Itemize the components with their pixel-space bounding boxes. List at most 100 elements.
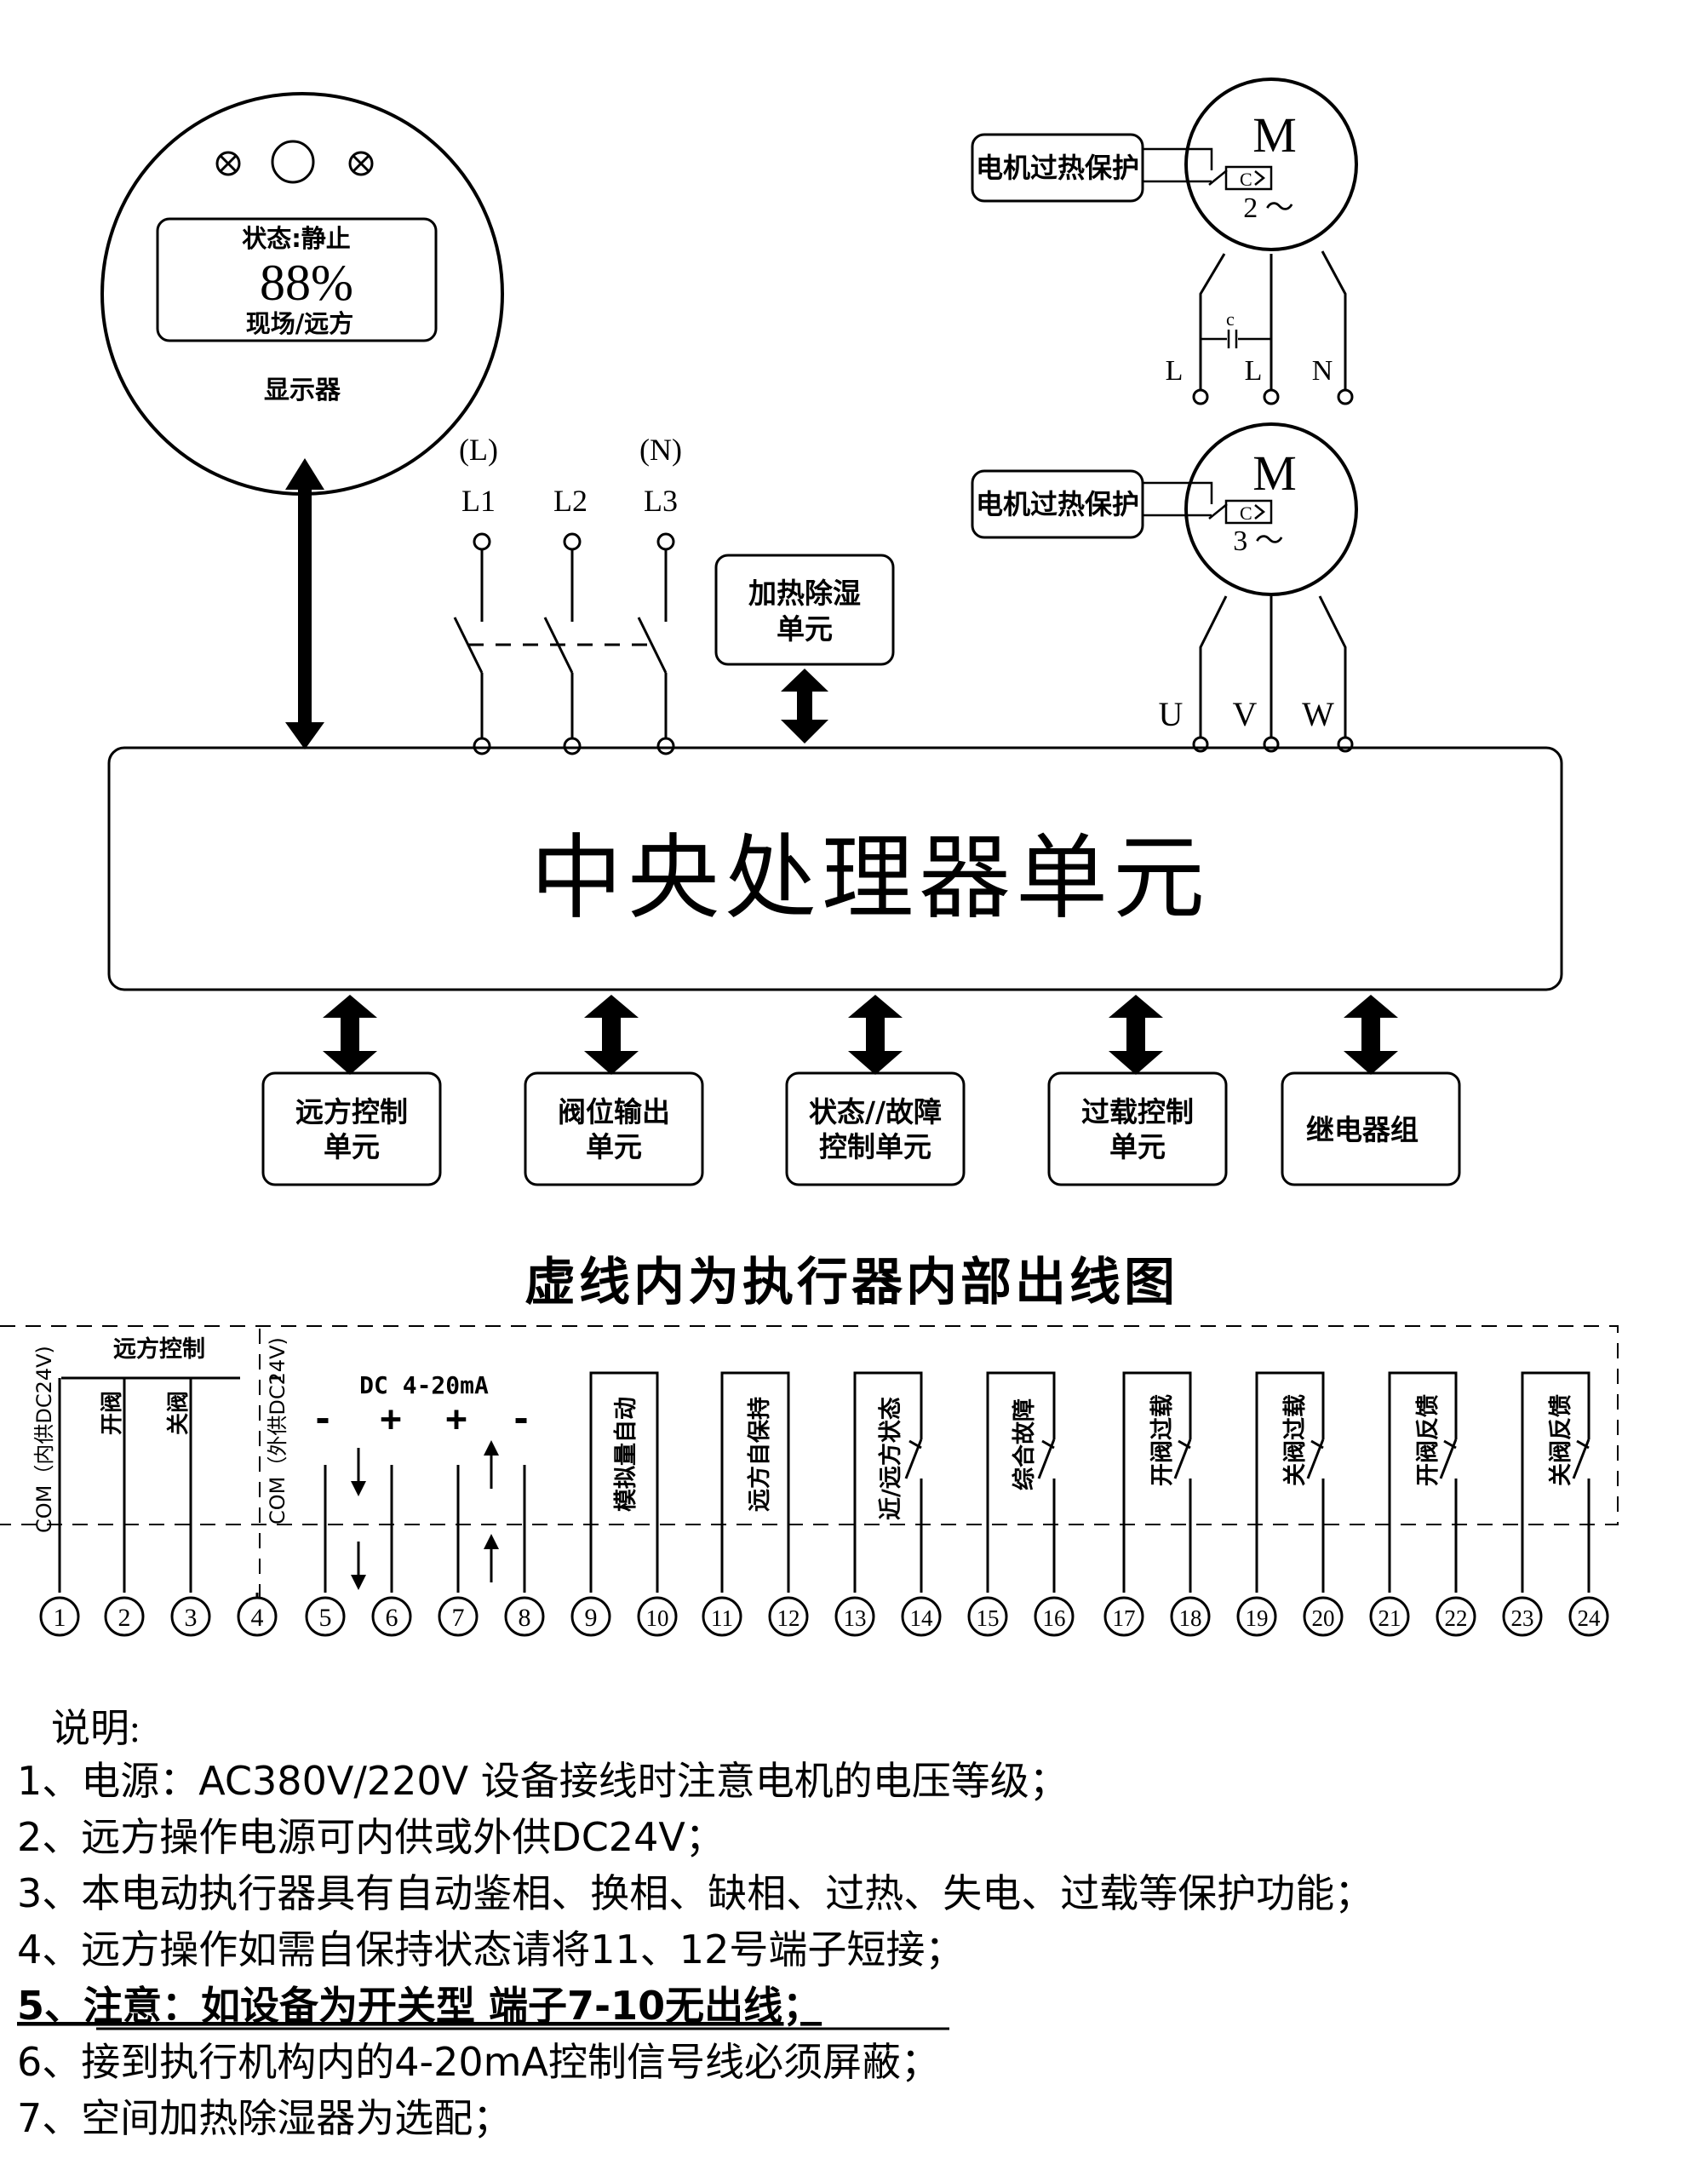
indicator-lamp-icon: [348, 151, 374, 176]
terminal-circle: [1236, 1596, 1277, 1637]
motor-circle: [1184, 78, 1358, 251]
terminal-circle: [967, 1596, 1008, 1637]
terminal-circle: [834, 1596, 875, 1637]
lcd-screen: [156, 217, 438, 342]
motor2-terminal-label: W: [1302, 695, 1334, 733]
terminal-13: 13: [834, 1596, 875, 1637]
wiring-title: 虚线内为执行器内部出线图: [524, 1253, 1178, 1312]
terminal-circle: [1568, 1596, 1609, 1637]
power-line-label: L2: [553, 484, 587, 518]
motor-single-phase: M 2 ～ C 电机过热保护 c L L N: [971, 78, 1358, 405]
display-cpu-arrow: [285, 458, 324, 749]
label-open-overload: 开阀过载: [1149, 1394, 1176, 1486]
terminal-circle: [438, 1596, 479, 1637]
motor1-terminal-label: L: [1166, 355, 1184, 387]
thermal-switch-label: C: [1240, 502, 1252, 524]
terminal-circle: [39, 1596, 80, 1637]
terminal-15: 15: [967, 1596, 1008, 1637]
note-item: 7、空间加热除湿器为选配；: [17, 2095, 512, 2141]
unit-label: 阀位输出: [558, 1095, 670, 1128]
terminal-number: 22: [1445, 1605, 1468, 1631]
knob-icon: [271, 140, 315, 184]
unit-label: 状态//故障: [809, 1095, 942, 1128]
terminal-17: 17: [1103, 1596, 1144, 1637]
unit-label: 单元: [324, 1130, 380, 1163]
label-close-feedback: 关阀反馈: [1548, 1394, 1574, 1486]
terminal-8: 8: [504, 1596, 545, 1637]
status-fault-unit: [785, 1071, 966, 1186]
dc-signal-label: DC 4-20mA: [359, 1371, 489, 1399]
terminal-number: 5: [319, 1604, 332, 1632]
terminal-circle: [473, 737, 491, 755]
label-close: 关阀: [166, 1391, 192, 1435]
bottom-units: 远方控制 单元 阀位输出 单元 状态//故障 控制单元 过载控制 单元 继电器组: [261, 995, 1461, 1186]
unit-label: 控制单元: [819, 1130, 931, 1163]
terminal-circle: [570, 1596, 611, 1637]
label-open-feedback: 开阀反馈: [1415, 1394, 1441, 1486]
remote-control-unit: [261, 1071, 442, 1186]
terminal-number: 13: [844, 1605, 867, 1631]
cpu-box: [107, 746, 1563, 991]
terminal-19: 19: [1236, 1596, 1277, 1637]
terminal-circle: [1369, 1596, 1410, 1637]
terminal-number: 18: [1179, 1605, 1202, 1631]
terminal-number: 15: [977, 1605, 1000, 1631]
terminal-23: 23: [1502, 1596, 1543, 1637]
terminal-7: 7: [438, 1596, 479, 1637]
unit-arrow: [848, 995, 903, 1075]
protection-box: [971, 133, 1144, 203]
display-label: 显示器: [264, 376, 341, 405]
terminal-9: 9: [570, 1596, 611, 1637]
terminal-circle: [1192, 736, 1209, 753]
unit-label: 继电器组: [1306, 1113, 1419, 1146]
cpu-unit: 中央处理器单元: [107, 746, 1563, 991]
terminal-circle: [371, 1596, 412, 1637]
heater-label-2: 单元: [777, 612, 833, 646]
terminal-4: 4: [237, 1596, 278, 1637]
unit-arrow: [1344, 995, 1398, 1075]
terminal-circle: [1170, 1596, 1211, 1637]
terminal-circle: [305, 1596, 346, 1637]
capacitor-label: c: [1226, 308, 1235, 330]
terminal-number: 4: [251, 1604, 264, 1632]
power-alt-label: (L): [459, 433, 498, 467]
thermal-switch: [1224, 165, 1273, 191]
unit-label: 单元: [586, 1130, 642, 1163]
terminal-circle: [170, 1596, 211, 1637]
terminal-6: 6: [371, 1596, 412, 1637]
protection-label: 电机过热保护: [976, 152, 1139, 184]
terminal-circle: [1502, 1596, 1543, 1637]
terminal-24: 24: [1568, 1596, 1609, 1637]
motor-three-phase: M 3 ～ C 电机过热保护 U V W: [971, 422, 1358, 753]
label-analog-auto: 模拟量自动: [612, 1397, 639, 1512]
unit-label: 单元: [1109, 1130, 1166, 1163]
power-alt-label: (N): [639, 433, 682, 467]
motor-symbol: M: [1252, 445, 1297, 501]
protection-label: 电机过热保护: [976, 488, 1139, 520]
motor2-terminal-label: V: [1233, 695, 1258, 733]
vertical-labels: COM（内供DC24V) 开阀 关阀 COM（外供DC24V) 模拟量自动 远方…: [32, 1337, 1574, 1533]
label-remote-hold: 远方自保持: [746, 1397, 773, 1512]
motor2-terminal-label: U: [1159, 695, 1184, 733]
terminal-number: 3: [185, 1604, 198, 1632]
note-item-warning: 5、注意：如设备为开关型 端子7-10无出线；: [17, 1983, 822, 2029]
heater-unit: 加热除湿 单元: [714, 554, 895, 744]
terminal-14: 14: [901, 1596, 942, 1637]
terminal-20: 20: [1303, 1596, 1344, 1637]
terminal-circle: [1337, 736, 1354, 753]
overload-control-unit: [1047, 1071, 1228, 1186]
note-item: 3、本电动执行器具有自动鉴相、换相、缺相、过热、失电、过载等保护功能；: [17, 1870, 1373, 1916]
terminal-number: 17: [1113, 1605, 1136, 1631]
label-close-overload: 关阀过载: [1282, 1394, 1309, 1486]
display-unit: 状态:静止 88% 现场/远方 显示器: [100, 92, 504, 496]
terminal-21: 21: [1369, 1596, 1410, 1637]
terminal-16: 16: [1034, 1596, 1075, 1637]
motor-circle: [1184, 422, 1358, 596]
label-com-external: COM（外供DC24V): [266, 1337, 289, 1525]
terminal-22: 22: [1436, 1596, 1476, 1637]
display-mode: 现场/远方: [246, 309, 354, 338]
terminal-3: 3: [170, 1596, 211, 1637]
terminal-wires: [58, 1371, 1591, 1593]
thermal-switch: [1224, 499, 1273, 525]
valve-position-unit: [524, 1071, 704, 1186]
